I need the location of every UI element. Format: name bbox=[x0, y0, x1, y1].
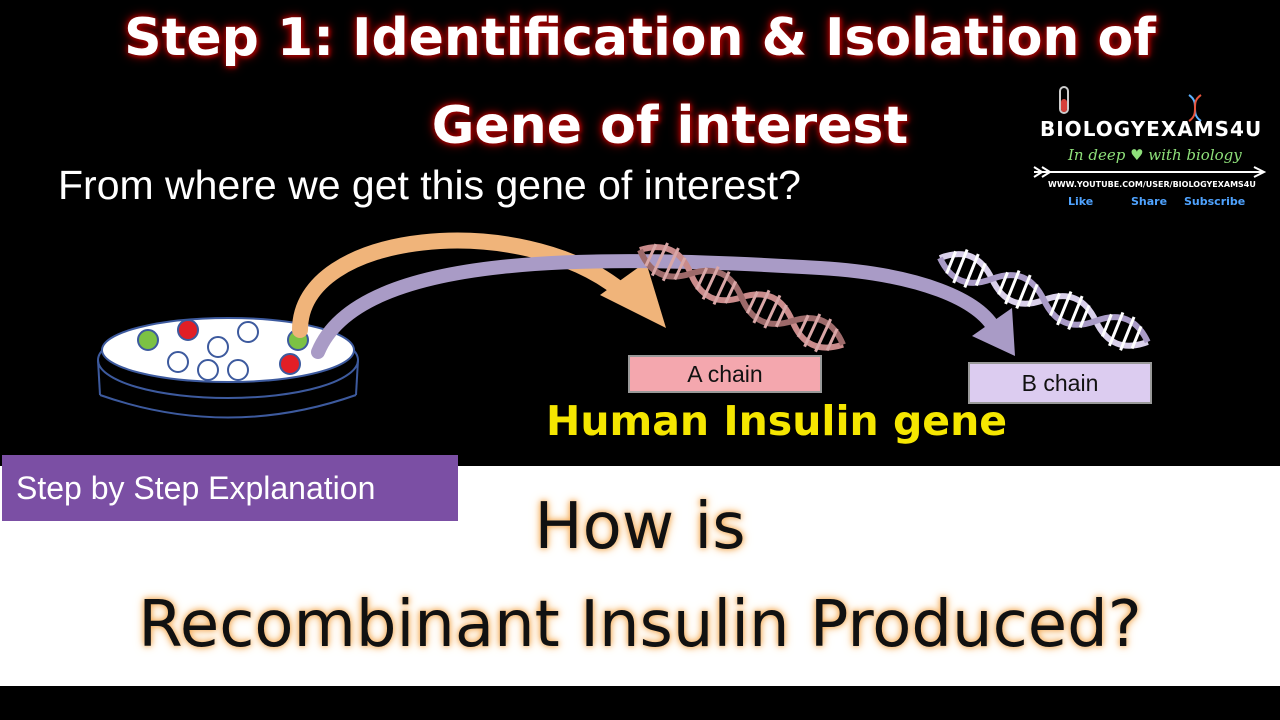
test-tube-icon bbox=[1059, 86, 1069, 114]
share-link[interactable]: Share bbox=[1131, 195, 1168, 208]
bottom-letterbox bbox=[0, 686, 1280, 720]
petri-dish bbox=[97, 317, 359, 419]
title-line-2: Gene of interest bbox=[431, 96, 909, 156]
logo-url: WWW.YOUTUBE.COM/USER/BIOLOGYEXAMS4U bbox=[1048, 180, 1256, 189]
logo-tagline: In deep ♥ with biology bbox=[1068, 146, 1242, 164]
channel-logo bbox=[1030, 85, 1280, 215]
dna-helix-b bbox=[937, 248, 1151, 351]
subscribe-link[interactable]: Subscribe bbox=[1184, 195, 1246, 208]
subtitle-question: From where we get this gene of interest? bbox=[58, 162, 801, 208]
arrow-to-b-chain bbox=[311, 254, 1015, 359]
arrow-decoration bbox=[1033, 166, 1267, 178]
overlay-line-2: Recombinant Insulin Produced? bbox=[138, 588, 1142, 662]
logo-name: BIOLOGYEXAMS4U bbox=[1040, 117, 1263, 141]
title-line-1: Step 1: Identification & Isolation of bbox=[124, 8, 1156, 68]
human-insulin-gene-label: Human Insulin gene bbox=[546, 397, 1008, 445]
step-by-step-badge: Step by Step Explanation bbox=[2, 455, 458, 521]
dna-logo-icon bbox=[1188, 94, 1202, 122]
b-chain-label: B chain bbox=[968, 362, 1152, 404]
overlay-line-1: How is bbox=[534, 490, 746, 564]
insulin-diagram bbox=[97, 232, 1151, 419]
a-chain-label: A chain bbox=[628, 355, 822, 393]
dna-helix-a bbox=[637, 242, 846, 353]
like-link[interactable]: Like bbox=[1068, 195, 1094, 208]
